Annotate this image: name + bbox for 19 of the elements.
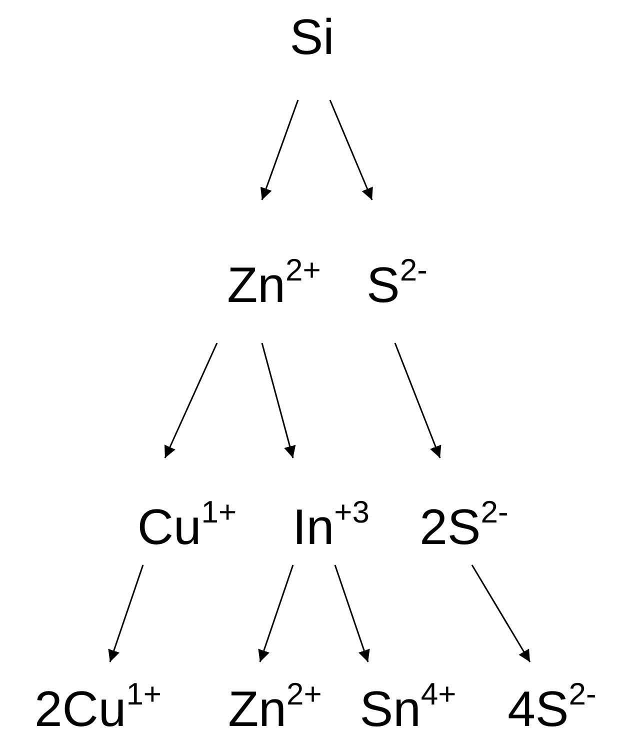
ion-label: S$^{2-}$ xyxy=(366,256,428,314)
arrow xyxy=(394,342,442,458)
ion-label: 2Cu$^{1+}$ xyxy=(33,680,163,738)
ion-label: 4S$^{2-}$ xyxy=(506,680,598,738)
ion-label: Zn$^{2+}$ xyxy=(227,680,323,738)
ion-label: Zn$^{2+}$ xyxy=(226,256,322,314)
ion-label: Sn$^{4+}$ xyxy=(358,680,458,738)
arrow xyxy=(471,564,531,662)
arrow xyxy=(261,342,296,458)
arrow xyxy=(334,564,370,662)
arrow xyxy=(260,100,299,200)
arrow xyxy=(164,342,218,458)
ion-label: Cu$^{1+}$ xyxy=(136,498,238,556)
ion-label: In$^{+3}$ xyxy=(291,498,371,556)
arrow xyxy=(329,100,373,200)
ion-label: Si xyxy=(288,8,336,66)
ion-label: 2S$^{2-}$ xyxy=(418,498,510,556)
arrow xyxy=(108,564,144,662)
arrow xyxy=(258,564,294,662)
